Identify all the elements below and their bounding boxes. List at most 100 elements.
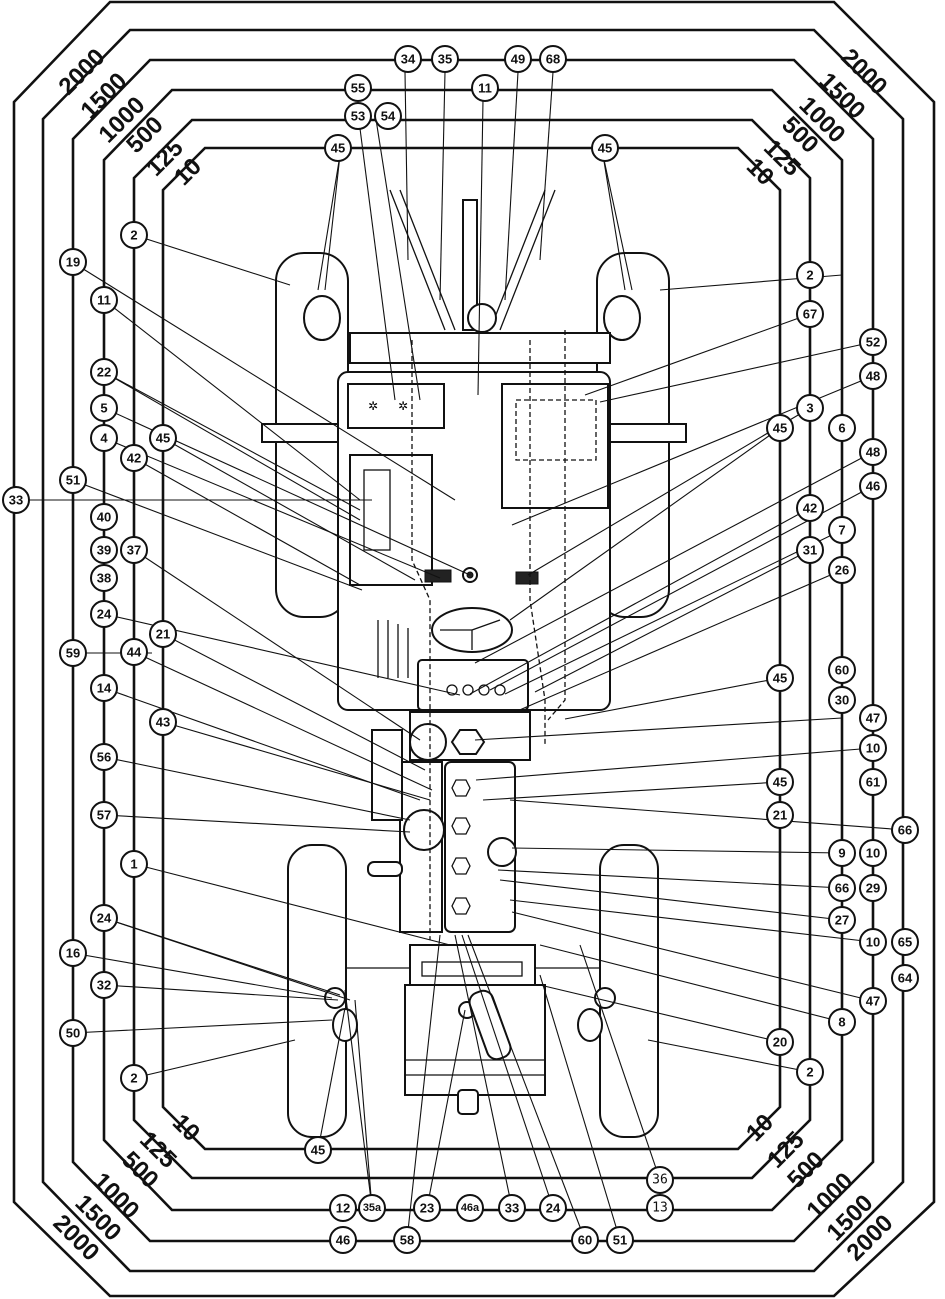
callout-7: 7 <box>828 516 856 544</box>
svg-text:20: 20 <box>773 1035 787 1050</box>
svg-text:1: 1 <box>130 857 137 872</box>
callout-38: 38 <box>90 564 118 592</box>
callout-11-left: 11 <box>90 286 118 314</box>
engine-nut-2 <box>451 817 471 835</box>
callout-65: 65 <box>891 928 919 956</box>
callout-42-right: 42 <box>796 494 824 522</box>
svg-text:46: 46 <box>866 479 880 494</box>
callout-10-a: 10 <box>859 734 887 762</box>
ring-1500 <box>41 28 905 1273</box>
callout-2-right-top: 2 <box>796 261 824 289</box>
callout-26: 26 <box>828 556 856 584</box>
svg-text:57: 57 <box>97 808 111 823</box>
svg-text:30: 30 <box>835 693 849 708</box>
ring-500 <box>102 88 844 1212</box>
callout-45-right-low: 45 <box>766 768 794 796</box>
svg-text:14: 14 <box>97 681 112 696</box>
svg-text:4: 4 <box>100 431 108 446</box>
grease-block-left <box>424 569 452 583</box>
front-tow-hook <box>457 1089 479 1115</box>
svg-text:47: 47 <box>866 711 880 726</box>
hydraulic-line-left <box>411 340 431 940</box>
svg-text:2: 2 <box>806 1065 813 1080</box>
svg-text:45: 45 <box>156 431 170 446</box>
callout-51-bottom: 51 <box>606 1226 634 1254</box>
callout-5: 5 <box>90 394 118 422</box>
callout-19: 19 <box>59 248 87 276</box>
svg-text:31: 31 <box>803 543 817 558</box>
callout-55: 55 <box>344 74 372 102</box>
callout-43: 43 <box>149 708 177 736</box>
svg-text:61: 61 <box>866 775 880 790</box>
transmission-inner <box>363 469 391 551</box>
svg-text:11: 11 <box>478 81 492 96</box>
svg-text:45: 45 <box>311 1143 325 1158</box>
svg-text:55: 55 <box>351 81 365 96</box>
svg-text:45: 45 <box>773 421 787 436</box>
callout-48-top: 48 <box>859 362 887 390</box>
callout-2-left-top: 2 <box>120 221 148 249</box>
callout-58: 58 <box>393 1226 421 1254</box>
callout-10-b: 10 <box>859 839 887 867</box>
svg-text:51: 51 <box>613 1233 627 1248</box>
callout-64: 64 <box>891 964 919 992</box>
callout-13: 13 <box>646 1194 674 1222</box>
battery <box>371 729 403 821</box>
svg-text:64: 64 <box>898 971 913 986</box>
svg-text:8: 8 <box>838 1015 845 1030</box>
callout-46a: 46a <box>456 1194 484 1222</box>
svg-text:34: 34 <box>401 52 416 67</box>
callout-33-bottom: 33 <box>498 1194 526 1222</box>
callout-31: 31 <box>796 536 824 564</box>
hydraulic-line-3 <box>547 330 566 721</box>
svg-text:12: 12 <box>336 1201 350 1216</box>
svg-text:65: 65 <box>898 935 912 950</box>
callout-21-right: 21 <box>766 801 794 829</box>
svg-text:24: 24 <box>97 607 112 622</box>
svg-text:2: 2 <box>130 228 137 243</box>
callout-54: 54 <box>374 102 402 130</box>
svg-text:13: 13 <box>652 1201 668 1216</box>
callout-35: 35 <box>431 45 459 73</box>
svg-text:51: 51 <box>66 473 80 488</box>
callout-66-a: 66 <box>891 816 919 844</box>
svg-text:21: 21 <box>156 627 170 642</box>
svg-text:45: 45 <box>773 775 787 790</box>
rear-right-light <box>603 295 641 341</box>
hydraulic-line-right <box>529 340 546 745</box>
callout-44: 44 <box>120 638 148 666</box>
svg-text:27: 27 <box>835 913 849 928</box>
rear-axle-left <box>261 423 339 443</box>
callout-47-top: 47 <box>859 704 887 732</box>
callout-2-left-bottom: 2 <box>120 1064 148 1092</box>
callout-40: 40 <box>90 503 118 531</box>
callout-48-bottom: 48 <box>859 438 887 466</box>
callout-4: 4 <box>90 424 118 452</box>
transmission-housing <box>349 454 433 586</box>
air-cleaner <box>409 723 447 761</box>
callout-24-left-top: 24 <box>90 600 118 628</box>
callout-10-c: 10 <box>859 928 887 956</box>
callout-35a: 35a <box>358 1194 386 1222</box>
svg-text:10: 10 <box>866 741 880 756</box>
front-left-light <box>332 1008 358 1042</box>
tractor-drawing: ✲ ✲ <box>261 189 687 1138</box>
svg-text:10: 10 <box>866 846 880 861</box>
svg-text:37: 37 <box>127 543 141 558</box>
svg-text:60: 60 <box>835 663 849 678</box>
svg-text:49: 49 <box>511 52 525 67</box>
svg-text:36: 36 <box>652 1173 668 1188</box>
grease-block-right <box>515 571 539 585</box>
callout-67: 67 <box>796 300 824 328</box>
svg-text:22: 22 <box>97 365 111 380</box>
callout-1: 1 <box>120 850 148 878</box>
callout-30: 30 <box>828 686 856 714</box>
gauge-2 <box>462 684 474 696</box>
callout-45-right-top: 45 <box>766 414 794 442</box>
pulley <box>487 837 517 867</box>
svg-text:33: 33 <box>9 493 23 508</box>
callouts-top: 34 35 49 68 55 11 53 54 45 45 <box>324 45 619 162</box>
right-lift-arm <box>499 189 556 331</box>
callout-45-top-right: 45 <box>591 134 619 162</box>
